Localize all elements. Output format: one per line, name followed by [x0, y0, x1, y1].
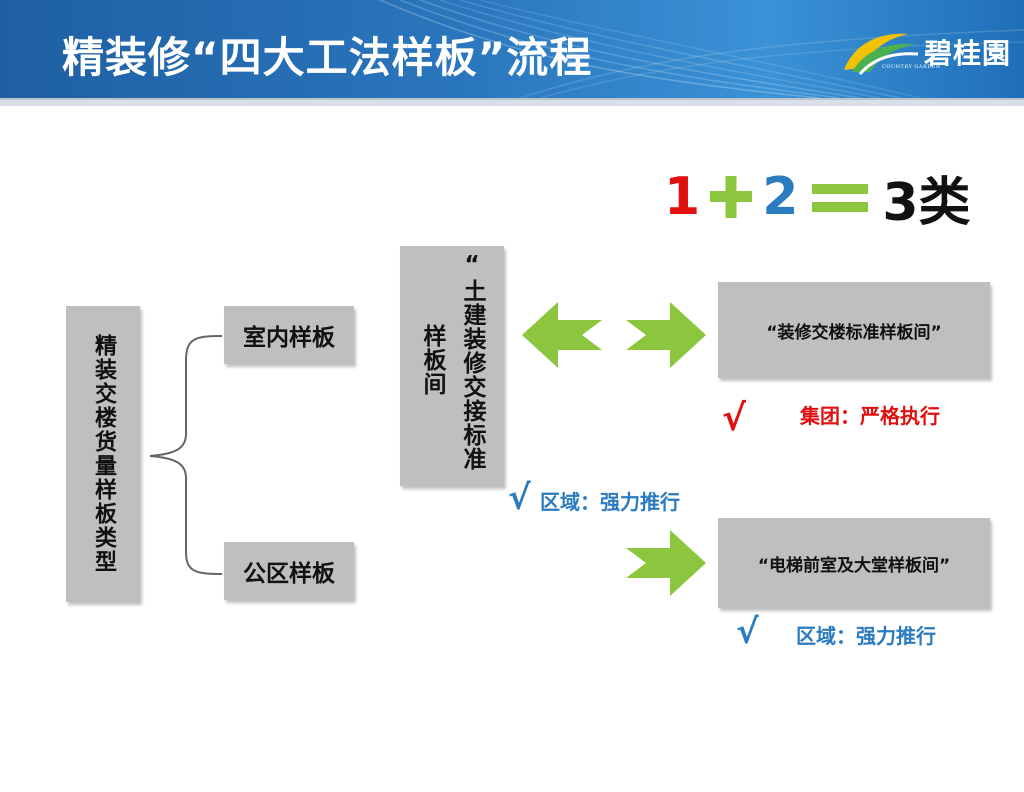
- center-standard-box: “土建装修交接标准 样板间: [400, 246, 504, 486]
- checkmark-icon: √: [736, 612, 759, 652]
- header-divider: [0, 98, 1024, 106]
- logo-text: 碧桂園: [924, 37, 1012, 70]
- branch-indoor-box: 室内样板: [224, 306, 354, 364]
- right-bottom-box: “电梯前室及大堂样板间”: [718, 518, 990, 608]
- arrow-left-icon: [522, 302, 602, 368]
- formula: 1 2 3类: [664, 162, 974, 233]
- right-bottom-note: 区域：强力推行: [796, 624, 936, 648]
- checkmark-icon: √: [508, 478, 531, 518]
- header-bar: 精装修“四大工法样板”流程 碧桂園 COUNTRY GARDEN: [0, 0, 1024, 98]
- arrow-right-icon: [626, 302, 706, 368]
- right-bottom-label: “电梯前室及大堂样板间”: [757, 555, 951, 576]
- bracket-connector: [149, 335, 223, 575]
- formula-one: 1: [664, 167, 701, 227]
- plus-sign: [710, 176, 753, 218]
- right-top-note: 集团：严格执行: [800, 404, 940, 428]
- company-logo: 碧桂園 COUNTRY GARDEN: [838, 24, 1016, 80]
- logo-swirl-icon: [844, 33, 919, 75]
- branch-public-box: 公区样板: [224, 542, 354, 600]
- formula-two: 2: [762, 167, 799, 227]
- middle-note: 区域：强力推行: [540, 490, 680, 514]
- right-top-box: “装修交楼标准样板间”: [718, 282, 990, 378]
- equals-sign: [812, 184, 869, 212]
- logo-subtext: COUNTRY GARDEN: [882, 64, 941, 70]
- branch-public-label: 公区样板: [243, 561, 335, 587]
- left-category-box: 精装交楼货量样板类型: [66, 306, 140, 602]
- center-standard-label-right: “土建装修交接标准: [459, 252, 485, 471]
- left-category-label: 精装交楼货量样板类型: [91, 334, 116, 574]
- header-decoration: [379, 0, 1024, 98]
- branch-indoor-label: 室内样板: [243, 325, 335, 351]
- checkmark-icon: √: [722, 398, 747, 439]
- page-title: 精装修“四大工法样板”流程: [62, 33, 593, 82]
- arrow-right-lower-icon: [626, 530, 706, 596]
- right-top-label: “装修交楼标准样板间”: [766, 322, 942, 343]
- center-standard-label-left: 样板间: [419, 324, 445, 396]
- formula-result: 3类: [882, 172, 971, 233]
